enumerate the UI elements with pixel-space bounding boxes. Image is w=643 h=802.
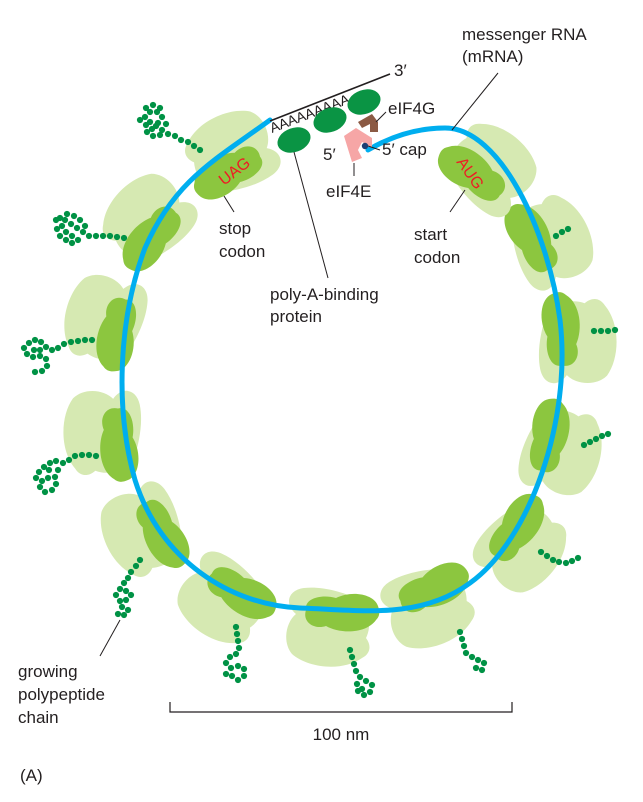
scale-bar-label: 100 nm: [313, 725, 370, 744]
eif4g-leader: [375, 111, 387, 123]
chain-leader: [99, 619, 121, 657]
eif4g-shape: [358, 114, 378, 132]
ribosome: [514, 394, 610, 500]
ribosome: [286, 587, 380, 667]
three-prime-label: 3′: [394, 61, 407, 80]
chain-label-line2: polypeptide: [18, 685, 105, 704]
stop-codon-label-line2: codon: [219, 242, 265, 261]
start-codon-label-line1: start: [414, 225, 447, 244]
pabp-3: [347, 89, 381, 115]
chain-label-line1: growing: [18, 662, 78, 681]
pabp-1: [277, 127, 311, 153]
scale-bar-line: [169, 702, 513, 713]
start-leader: [449, 189, 466, 213]
scale-bar: 100 nm: [169, 702, 513, 744]
chain-label-line3: chain: [18, 708, 59, 727]
five-cap-dot: [361, 142, 369, 150]
mrna-label-line1: messenger RNA: [462, 25, 587, 44]
ribosome: [56, 270, 152, 376]
mrna-label-line2: (mRNA): [462, 47, 523, 66]
initiation-complex: [277, 89, 381, 162]
eif4g-label: eIF4G: [388, 99, 435, 118]
mrna-leader: [451, 72, 499, 131]
mrna-strand: [119, 117, 565, 614]
pabp-label-line1: poly-A-binding: [270, 285, 379, 304]
pabp-label-line2: protein: [270, 307, 322, 326]
stop-leader: [223, 195, 235, 213]
labels: messenger RNA (mRNA) 3′ eIF4G 5′ 5′ cap …: [18, 25, 587, 727]
ribosome: [533, 287, 621, 388]
leader-lines: [99, 72, 499, 657]
five-cap-label: 5′ cap: [382, 140, 427, 159]
pabp-2: [313, 107, 347, 133]
polypeptide-chain: [20, 336, 96, 376]
polypeptide-chain: [136, 101, 204, 154]
ribosome: [85, 161, 206, 284]
eif4e-shape: [344, 128, 372, 162]
five-cap-leader: [367, 145, 381, 151]
ribosome: [168, 97, 289, 213]
ribosome: [87, 473, 203, 594]
ribosome: [373, 549, 491, 661]
polypeptide-chain: [456, 628, 488, 674]
eif4e-label: eIF4E: [326, 182, 371, 201]
panel-label: (A): [20, 766, 43, 785]
ribosome: [464, 482, 584, 605]
five-prime-label: 5′: [323, 145, 336, 164]
start-codon-label-line2: codon: [414, 248, 460, 267]
poly-a-tail-line: [269, 73, 391, 122]
stop-codon-label-line1: stop: [219, 219, 251, 238]
pabp-leader: [293, 151, 329, 279]
